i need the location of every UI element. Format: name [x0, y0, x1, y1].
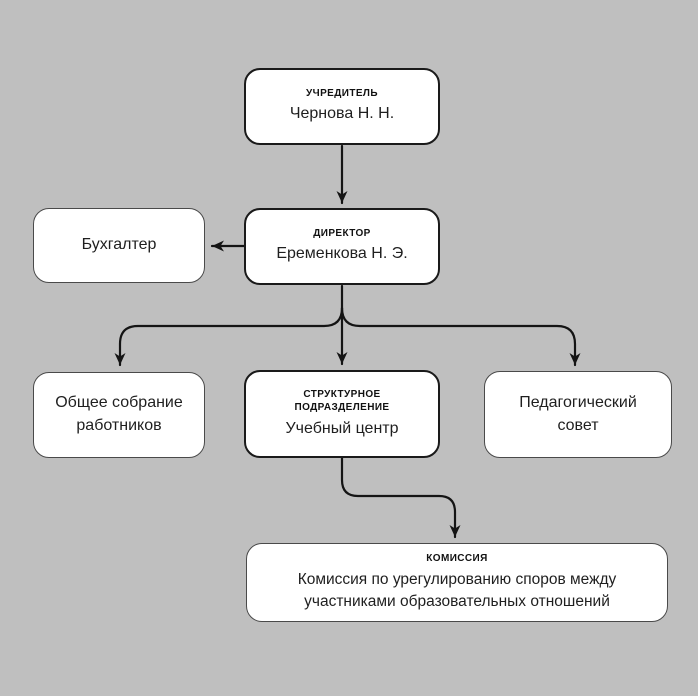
node-founder: УЧРЕДИТЕЛЬ Чернова Н. Н.	[244, 68, 440, 145]
node-pedagogical-council: Педагогический совет	[484, 371, 672, 458]
structural-unit-name: Учебный центр	[285, 419, 399, 437]
commission-role-label: КОМИССИЯ	[426, 553, 488, 565]
node-director: ДИРЕКТОР Еременкова Н. Э.	[244, 208, 440, 285]
connector-structural-unit-commission	[340, 456, 461, 539]
connector-director-pedagogical-council	[340, 306, 581, 367]
founder-role-label: УЧРЕДИТЕЛЬ	[306, 87, 378, 99]
general-assembly-name: Общее собрание работников	[55, 394, 183, 434]
node-accountant: Бухгалтер	[33, 208, 205, 283]
connector-director-general-assembly	[114, 306, 344, 367]
node-structural-unit: СТРУКТУРНОЕ ПОДРАЗДЕЛЕНИЕ Учебный центр	[244, 370, 440, 458]
node-general-assembly: Общее собрание работников	[33, 372, 205, 458]
director-name: Еременкова Н. Э.	[276, 245, 408, 263]
founder-name: Чернова Н. Н.	[289, 105, 395, 123]
accountant-name: Бухгалтер	[81, 236, 157, 254]
director-role-label: ДИРЕКТОР	[313, 227, 371, 239]
pedagogical-council-name: Педагогический совет	[519, 393, 637, 434]
structural-unit-role-label: СТРУКТУРНОЕ ПОДРАЗДЕЛЕНИЕ	[294, 388, 390, 414]
node-commission: КОМИССИЯ Комиссия по урегулированию спор…	[246, 543, 668, 622]
commission-name: Комиссия по урегулированию споров между …	[297, 570, 617, 610]
